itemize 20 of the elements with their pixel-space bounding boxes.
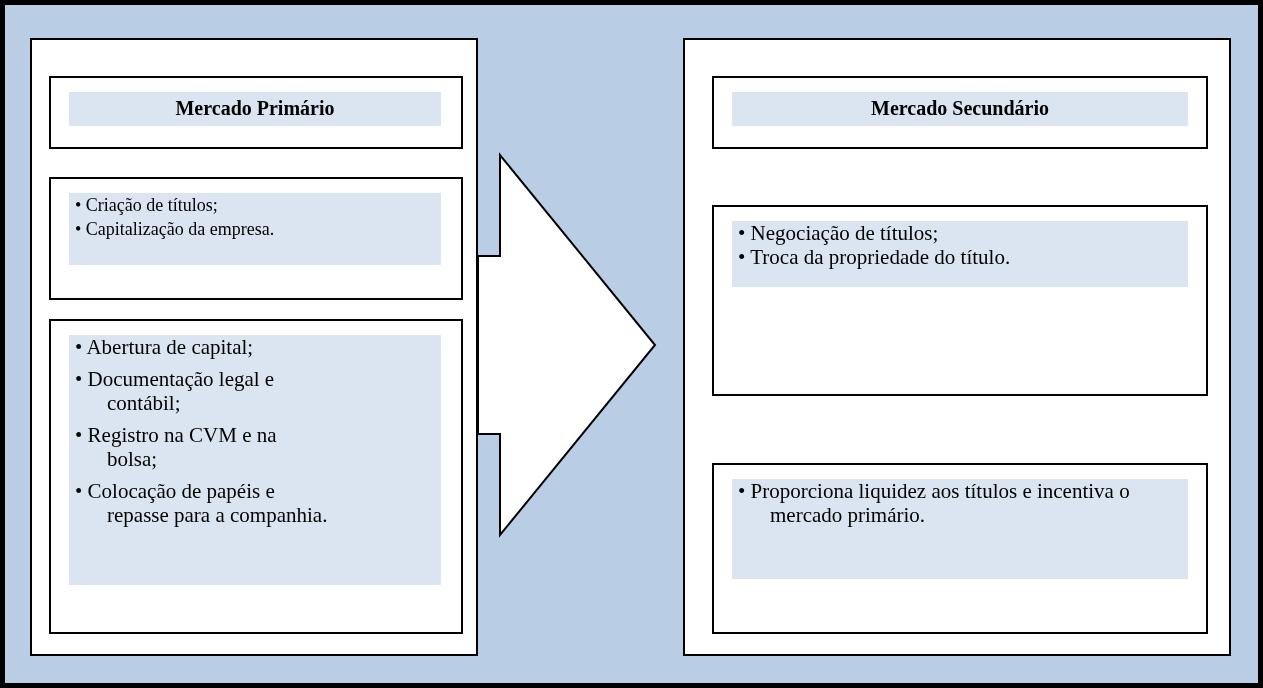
heading: Mercado Primário bbox=[69, 92, 441, 126]
bullet-item: • Registro na CVM e na bolsa; bbox=[75, 423, 278, 471]
bullet-item: • Troca da propriedade do título. bbox=[738, 245, 1012, 269]
panel-box bbox=[683, 38, 1231, 656]
bullet-item: • Abertura de capital; bbox=[75, 335, 255, 359]
panel-box bbox=[30, 38, 478, 656]
text-box bbox=[712, 205, 1208, 396]
bullet-item: • Negociação de títulos; bbox=[738, 221, 940, 245]
bullet-item: • Documentação legal e contábil; bbox=[75, 367, 276, 415]
text-box bbox=[49, 177, 463, 300]
text-box bbox=[712, 76, 1208, 149]
text-box bbox=[49, 319, 463, 634]
heading: Mercado Secundário bbox=[732, 92, 1188, 126]
bullet-item: • Capitalização da empresa. bbox=[75, 218, 276, 241]
bullet-item: • Proporciona liquidez aos títulos e incentiva o mercado primário. bbox=[738, 479, 1131, 527]
text-box bbox=[712, 463, 1208, 634]
bullet-item: • Criação de títulos; bbox=[75, 194, 219, 217]
block-arrow bbox=[477, 152, 657, 538]
text-box bbox=[49, 76, 463, 149]
bullet-item: • Colocação de papéis e repasse para a companhia. bbox=[75, 479, 329, 527]
